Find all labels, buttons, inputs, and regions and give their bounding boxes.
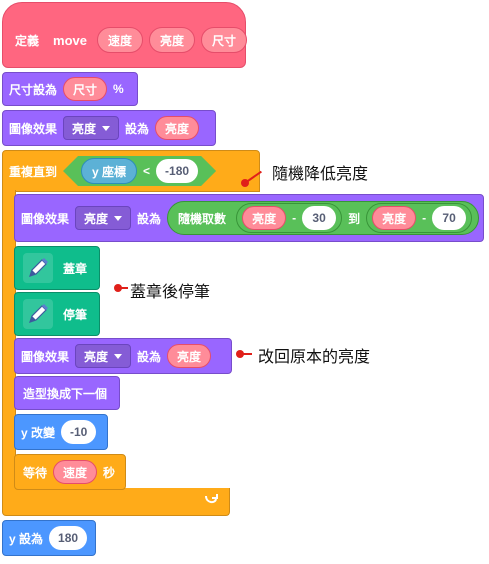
set-to-label: 設為 — [137, 211, 162, 226]
wait-block[interactable]: 等待 速度 秒 — [14, 454, 126, 490]
repeat-until-top[interactable]: 重複直到 y 座標 < -180 — [2, 150, 260, 192]
change-y-label: y 改變 — [21, 425, 56, 440]
annotation-random-brightness: 隨機降低亮度 — [272, 166, 369, 183]
next-costume-label: 造型換成下一個 — [23, 386, 108, 401]
param-brightness[interactable]: 亮度 — [149, 27, 196, 53]
pen-up-label: 停筆 — [63, 307, 88, 322]
effect-value[interactable]: 亮度 — [155, 116, 200, 140]
wait-label: 等待 — [23, 465, 48, 480]
set-size-label: 尺寸設為 — [9, 82, 58, 97]
wait-unit: 秒 — [103, 465, 116, 480]
set-y-block[interactable]: y 設為 180 — [2, 520, 96, 556]
effect-dropdown[interactable]: 亮度 — [75, 344, 132, 368]
param-size[interactable]: 尺寸 — [201, 27, 248, 53]
random-label: 隨機取數 — [178, 211, 227, 226]
repeat-until-label: 重複直到 — [9, 164, 58, 179]
chevron-down-icon — [114, 353, 123, 359]
from-num-input[interactable]: 30 — [302, 206, 337, 230]
chevron-down-icon — [102, 125, 111, 131]
effect-label: 圖像效果 — [9, 121, 58, 136]
pen-icon — [23, 253, 53, 283]
set-effect-block-1[interactable]: 圖像效果 亮度 設為 亮度 — [2, 110, 216, 146]
minus-symbol: - — [422, 211, 427, 225]
from-var[interactable]: 亮度 — [242, 206, 287, 230]
effect-label: 圖像效果 — [21, 349, 70, 364]
stamp-block[interactable]: 蓋章 — [14, 246, 100, 290]
effect-value[interactable]: 亮度 — [167, 344, 212, 368]
stamp-label: 蓋章 — [63, 261, 88, 276]
change-y-input[interactable]: -10 — [61, 420, 97, 444]
annotation-line-2 — [118, 287, 128, 289]
set-to-label: 設為 — [137, 349, 162, 364]
set-size-value[interactable]: 尺寸 — [63, 77, 108, 101]
set-to-label: 設為 — [125, 121, 150, 136]
to-num-input[interactable]: 70 — [432, 206, 467, 230]
less-than-operator[interactable]: y 座標 < -180 — [63, 156, 216, 186]
set-y-input[interactable]: 180 — [49, 526, 88, 550]
subtract-operator-to[interactable]: 亮度 - 70 — [366, 203, 473, 233]
chevron-down-icon — [114, 215, 123, 221]
pen-up-block[interactable]: 停筆 — [14, 292, 100, 336]
minus-symbol: - — [292, 211, 297, 225]
annotation-line-3 — [240, 353, 252, 355]
set-y-label: y 設為 — [9, 531, 44, 546]
next-costume-block[interactable]: 造型換成下一個 — [14, 376, 120, 410]
define-block[interactable]: 定義 move 速度 亮度 尺寸 — [2, 2, 248, 68]
annotation-restore-brightness: 改回原本的亮度 — [258, 349, 371, 366]
set-effect-block-2[interactable]: 圖像效果 亮度 設為 隨機取數 亮度 - 30 到 亮度 - 70 — [14, 194, 484, 242]
y-position-reporter[interactable]: y 座標 — [81, 158, 137, 184]
set-size-block[interactable]: 尺寸設為 尺寸 % — [2, 72, 138, 106]
effect-label: 圖像效果 — [21, 211, 70, 226]
wait-value[interactable]: 速度 — [53, 460, 98, 484]
effect-dropdown[interactable]: 亮度 — [63, 116, 120, 140]
operator-symbol: < — [143, 164, 151, 178]
compare-value-input[interactable]: -180 — [156, 159, 198, 183]
define-keyword: 定義 — [15, 33, 40, 48]
param-speed[interactable]: 速度 — [96, 27, 143, 53]
pen-icon — [23, 299, 53, 329]
subtract-operator-from[interactable]: 亮度 - 30 — [236, 203, 343, 233]
to-var[interactable]: 亮度 — [372, 206, 417, 230]
define-name: move — [53, 32, 87, 48]
loop-arrow-icon — [203, 493, 219, 510]
effect-dropdown[interactable]: 亮度 — [75, 206, 132, 230]
set-effect-block-3[interactable]: 圖像效果 亮度 設為 亮度 — [14, 338, 232, 374]
change-y-block[interactable]: y 改變 -10 — [14, 414, 108, 450]
random-operator[interactable]: 隨機取數 亮度 - 30 到 亮度 - 70 — [167, 201, 480, 235]
to-label: 到 — [348, 211, 361, 226]
annotation-stamp-pen-up: 蓋章後停筆 — [130, 284, 211, 301]
repeat-until-bottom[interactable] — [2, 488, 230, 516]
set-size-unit: % — [113, 82, 124, 96]
